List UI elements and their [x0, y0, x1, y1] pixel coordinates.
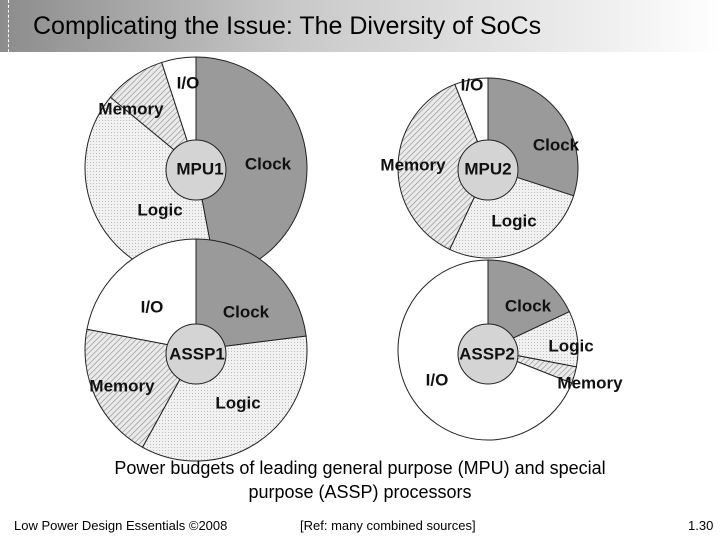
center-label-mpu2: MPU2 [464, 159, 511, 178]
pie-slice-assp1-logic [141, 335, 308, 462]
page-number: 1.30 [688, 518, 714, 533]
footer-reference: [Ref: many combined sources] [300, 518, 476, 533]
slide-title: Complicating the Issue: The Diversity of… [33, 12, 542, 40]
label-mpu1-memory: Memory [98, 99, 164, 118]
pie-center-assp1 [165, 323, 227, 385]
pie-center-mpu2 [457, 139, 519, 201]
label-assp1-memory: Memory [89, 376, 155, 395]
label-assp2-clock: Clock [505, 296, 552, 315]
label-assp1-logic: Logic [215, 393, 260, 412]
center-label-assp2: ASSP2 [459, 344, 515, 363]
footer-course: Low Power Design Essentials ©2008 [14, 518, 228, 533]
pie-slice-assp2-clock [487, 259, 571, 351]
label-mpu1-io: I/O [177, 73, 200, 92]
pie-slice-assp1-clock [195, 238, 307, 351]
center-label-mpu1: MPU1 [176, 159, 223, 178]
label-assp2-io: I/O [426, 370, 449, 389]
caption-line-1: Power budgets of leading general purpose… [114, 458, 606, 478]
pie-slice-assp1-io [86, 238, 197, 351]
label-mpu2-logic: Logic [491, 211, 536, 230]
pie-slice-mpu1-io [161, 56, 197, 169]
decorative-dashed-line [8, 0, 9, 52]
caption-line-2: purpose (ASSP) processors [248, 482, 472, 502]
pie-center-mpu1 [165, 139, 227, 201]
label-mpu1-clock: Clock [245, 154, 292, 173]
pie-center-assp2 [457, 323, 519, 385]
label-mpu2-io: I/O [461, 75, 484, 94]
label-assp2-memory: Memory [557, 373, 623, 392]
label-assp2-logic: Logic [548, 336, 593, 355]
label-assp1-io: I/O [141, 297, 164, 316]
pie-slice-mpu2-memory [397, 83, 489, 251]
center-label-assp1: ASSP1 [169, 344, 225, 363]
label-mpu2-memory: Memory [380, 155, 446, 174]
title-bar: Complicating the Issue: The Diversity of… [0, 0, 720, 52]
label-assp1-clock: Clock [223, 302, 270, 321]
label-mpu2-clock: Clock [533, 135, 580, 154]
figure-caption: Power budgets of leading general purpose… [0, 456, 720, 504]
label-mpu1-logic: Logic [137, 200, 182, 219]
